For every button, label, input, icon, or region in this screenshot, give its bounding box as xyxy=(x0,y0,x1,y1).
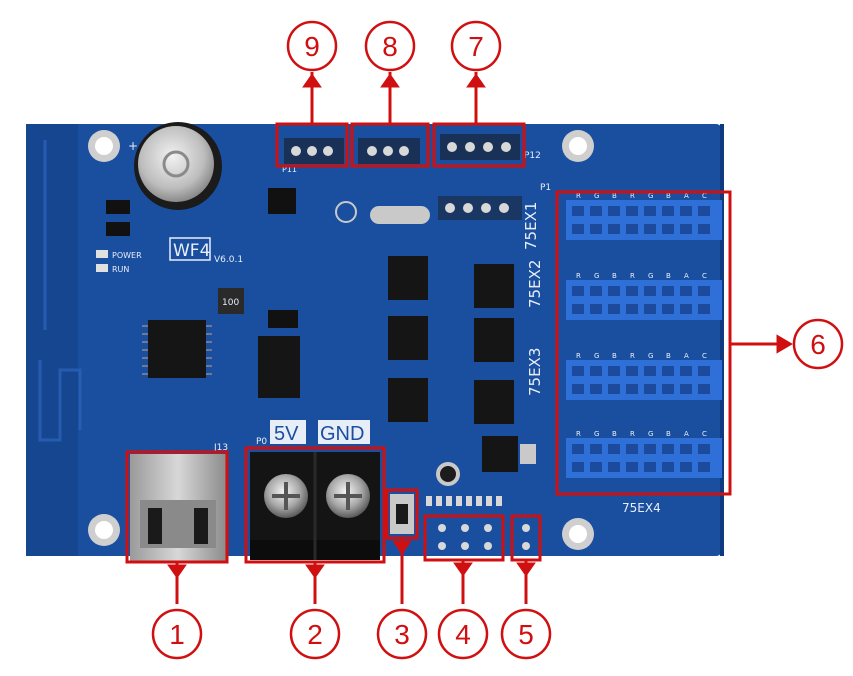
p1-label: P1 xyxy=(540,183,551,193)
screw-terminal xyxy=(250,452,380,560)
antenna-trace xyxy=(38,140,82,442)
driver-chips-right xyxy=(474,264,514,424)
board-version-label: V6.0.1 xyxy=(214,255,243,265)
hub75-pin-letter: B xyxy=(612,272,617,280)
chip-u9 xyxy=(268,188,296,214)
hub75-pin-letter: G xyxy=(648,192,653,200)
callout-number-1: 1 xyxy=(169,619,185,650)
port-75ex4-label: 75EX4 xyxy=(622,501,661,515)
hub75-pin-letter: R xyxy=(576,352,581,360)
hub75-pin-letter: C xyxy=(702,352,707,360)
svg-text:POWER: POWER xyxy=(112,251,142,260)
callout-number-4: 4 xyxy=(455,619,471,650)
ground-label: GND xyxy=(320,423,364,445)
port-75ex1-label: 75EX1 xyxy=(522,202,540,250)
hub75-pin-letter: C xyxy=(702,272,707,280)
bottom-header-5 xyxy=(522,524,530,550)
coin-battery: + xyxy=(128,122,222,210)
hub75-pin-letter: B xyxy=(612,430,617,438)
port-75ex3-label: 75EX3 xyxy=(526,348,544,396)
port-75ex2-label: 75EX2 xyxy=(526,260,544,308)
jumper-d2-d3 xyxy=(106,200,130,236)
hub75-pin-letter: R xyxy=(576,272,581,280)
board-model-label: WF4 xyxy=(173,241,210,261)
callout-numbers: 1 2 3 4 5 6 7 8 9 xyxy=(169,31,826,650)
j13-label: J13 xyxy=(213,443,228,453)
header-9-pins xyxy=(284,138,344,164)
hub75-pin-letter: R xyxy=(630,272,635,280)
hub75-pin-letter: R xyxy=(576,192,581,200)
callout-number-2: 2 xyxy=(307,619,323,650)
pcb-board xyxy=(26,124,722,556)
chip-u10 xyxy=(258,336,300,398)
hub75-pin-letter: B xyxy=(666,352,671,360)
mounting-holes xyxy=(88,130,594,550)
power-5v-label: 5V xyxy=(274,423,299,445)
hub75-header-2 xyxy=(566,280,722,320)
p0-label: P0 xyxy=(256,437,267,447)
hub75-header-3 xyxy=(566,360,722,400)
callout-number-3: 3 xyxy=(394,619,410,650)
hub75-pin-letter: A xyxy=(684,430,689,438)
hub75-header-4 xyxy=(566,438,722,478)
hub75-headers xyxy=(566,200,722,478)
header-7-pins xyxy=(440,134,520,160)
p12-label: P12 xyxy=(524,151,541,161)
callout-box-7 xyxy=(432,122,526,168)
hub75-pin-letter: B xyxy=(666,192,671,200)
hub75-pin-letter: C xyxy=(702,192,707,200)
regulator-u2 xyxy=(482,436,518,472)
hub75-pin-letters: R G B R G B A C R G B R G B A C R G B R G B A C R G B R G B A C xyxy=(576,192,707,438)
hub75-pin-letter: G xyxy=(648,352,653,360)
hub75-pin-letter: A xyxy=(684,272,689,280)
svg-text:+: + xyxy=(128,139,138,153)
p11-label: P11 xyxy=(282,165,297,174)
header-8-pins xyxy=(358,138,420,164)
hub75-pin-letter: A xyxy=(684,192,689,200)
hub75-pin-letter: R xyxy=(576,430,581,438)
hub75-pin-letter: B xyxy=(666,430,671,438)
crystal-oscillator xyxy=(370,206,430,224)
test-button xyxy=(390,494,414,534)
status-leds: POWER RUN xyxy=(96,250,142,274)
hub75-pin-letter: R xyxy=(630,192,635,200)
hub75-pin-letter: B xyxy=(612,352,617,360)
hub75-pin-letter: G xyxy=(594,192,599,200)
hub75-pin-letter: G xyxy=(648,272,653,280)
usb-port xyxy=(130,454,226,562)
mcu-chip xyxy=(148,320,206,378)
callout-number-6: 6 xyxy=(810,329,826,360)
hub75-pin-letter: B xyxy=(612,192,617,200)
driver-chips-left xyxy=(388,256,428,422)
callout-circles xyxy=(151,20,844,660)
hub75-pin-letter: G xyxy=(594,430,599,438)
callout-arrows xyxy=(167,72,793,604)
callout-number-9: 9 xyxy=(304,31,320,62)
callout-number-8: 8 xyxy=(382,31,398,62)
svg-text:RUN: RUN xyxy=(112,265,129,274)
hub75-pin-letter: C xyxy=(702,430,707,438)
hub75-pin-letter: B xyxy=(666,272,671,280)
hub75-pin-letter: G xyxy=(594,272,599,280)
bottom-header-4 xyxy=(430,520,498,556)
bottom-pin-row xyxy=(426,496,502,506)
inductor xyxy=(218,288,244,314)
hub75-header-1 xyxy=(566,200,722,240)
hub75-pin-letter: R xyxy=(630,352,635,360)
svg-text:100: 100 xyxy=(222,298,239,308)
hub75-pin-letter: G xyxy=(648,430,653,438)
hub75-pin-letter: R xyxy=(630,430,635,438)
hub75-pin-letter: A xyxy=(684,352,689,360)
hub75-pin-letter: G xyxy=(594,352,599,360)
callout-number-5: 5 xyxy=(518,619,534,650)
callout-number-7: 7 xyxy=(468,31,484,62)
header-p1-pins xyxy=(438,196,522,220)
